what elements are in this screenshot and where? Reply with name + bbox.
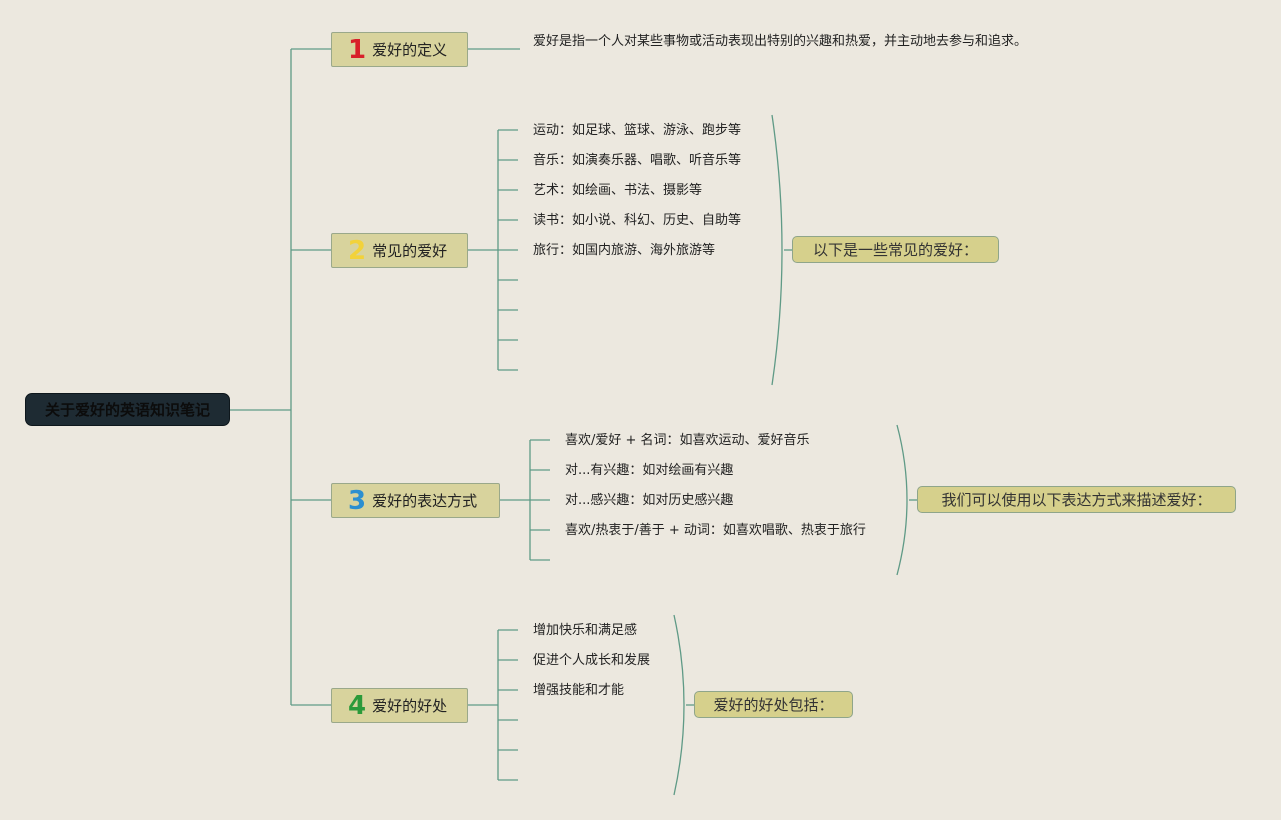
number-three-icon: 3 <box>348 485 367 516</box>
branch-expressions[interactable]: 3 爱好的表达方式 <box>331 483 500 518</box>
list-item[interactable]: 对...感兴趣：如对历史感兴趣 <box>565 493 734 508</box>
branch-label: 爱好的定义 <box>372 41 448 59</box>
branch-definition[interactable]: 1 爱好的定义 <box>331 32 468 67</box>
number-one-icon: 1 <box>348 34 367 65</box>
summary-common-hobbies[interactable]: 以下是一些常见的爱好： <box>792 236 999 263</box>
root-topic[interactable]: 关于爱好的英语知识笔记 <box>25 393 230 426</box>
root-topic-label: 关于爱好的英语知识笔记 <box>44 401 210 419</box>
summary-label: 以下是一些常见的爱好： <box>812 241 978 259</box>
list-item[interactable]: 艺术：如绘画、书法、摄影等 <box>533 183 703 198</box>
branch-label: 爱好的表达方式 <box>372 492 478 510</box>
list-item[interactable]: 旅行：如国内旅游、海外旅游等 <box>533 243 716 258</box>
branch-benefits[interactable]: 4 爱好的好处 <box>331 688 468 723</box>
branch-label: 爱好的好处 <box>372 697 448 715</box>
list-item[interactable]: 读书：如小说、科幻、历史、自助等 <box>533 213 742 228</box>
branch-common-hobbies[interactable]: 2 常见的爱好 <box>331 233 468 268</box>
summary-benefits[interactable]: 爱好的好处包括： <box>694 691 853 718</box>
definition-text[interactable]: 爱好是指一个人对某些事物或活动表现出特别的兴趣和热爱，并主动地去参与和追求。 <box>533 34 1028 49</box>
list-item[interactable]: 增加快乐和满足感 <box>533 623 638 638</box>
branch-label: 常见的爱好 <box>372 242 448 260</box>
number-four-icon: 4 <box>348 690 367 721</box>
list-item[interactable]: 促进个人成长和发展 <box>533 653 651 668</box>
list-item[interactable]: 增强技能和才能 <box>533 683 625 698</box>
list-item[interactable]: 喜欢/热衷于/善于 + 动词：如喜欢唱歌、热衷于旅行 <box>565 523 866 538</box>
summary-label: 我们可以使用以下表达方式来描述爱好： <box>941 491 1212 509</box>
summary-label: 爱好的好处包括： <box>713 696 834 714</box>
list-item[interactable]: 音乐：如演奏乐器、唱歌、听音乐等 <box>533 153 742 168</box>
summary-expressions[interactable]: 我们可以使用以下表达方式来描述爱好： <box>917 486 1236 513</box>
list-item[interactable]: 运动：如足球、篮球、游泳、跑步等 <box>533 123 742 138</box>
list-item[interactable]: 喜欢/爱好 + 名词：如喜欢运动、爱好音乐 <box>565 433 810 448</box>
number-two-icon: 2 <box>348 235 367 266</box>
list-item[interactable]: 对...有兴趣：如对绘画有兴趣 <box>565 463 734 478</box>
